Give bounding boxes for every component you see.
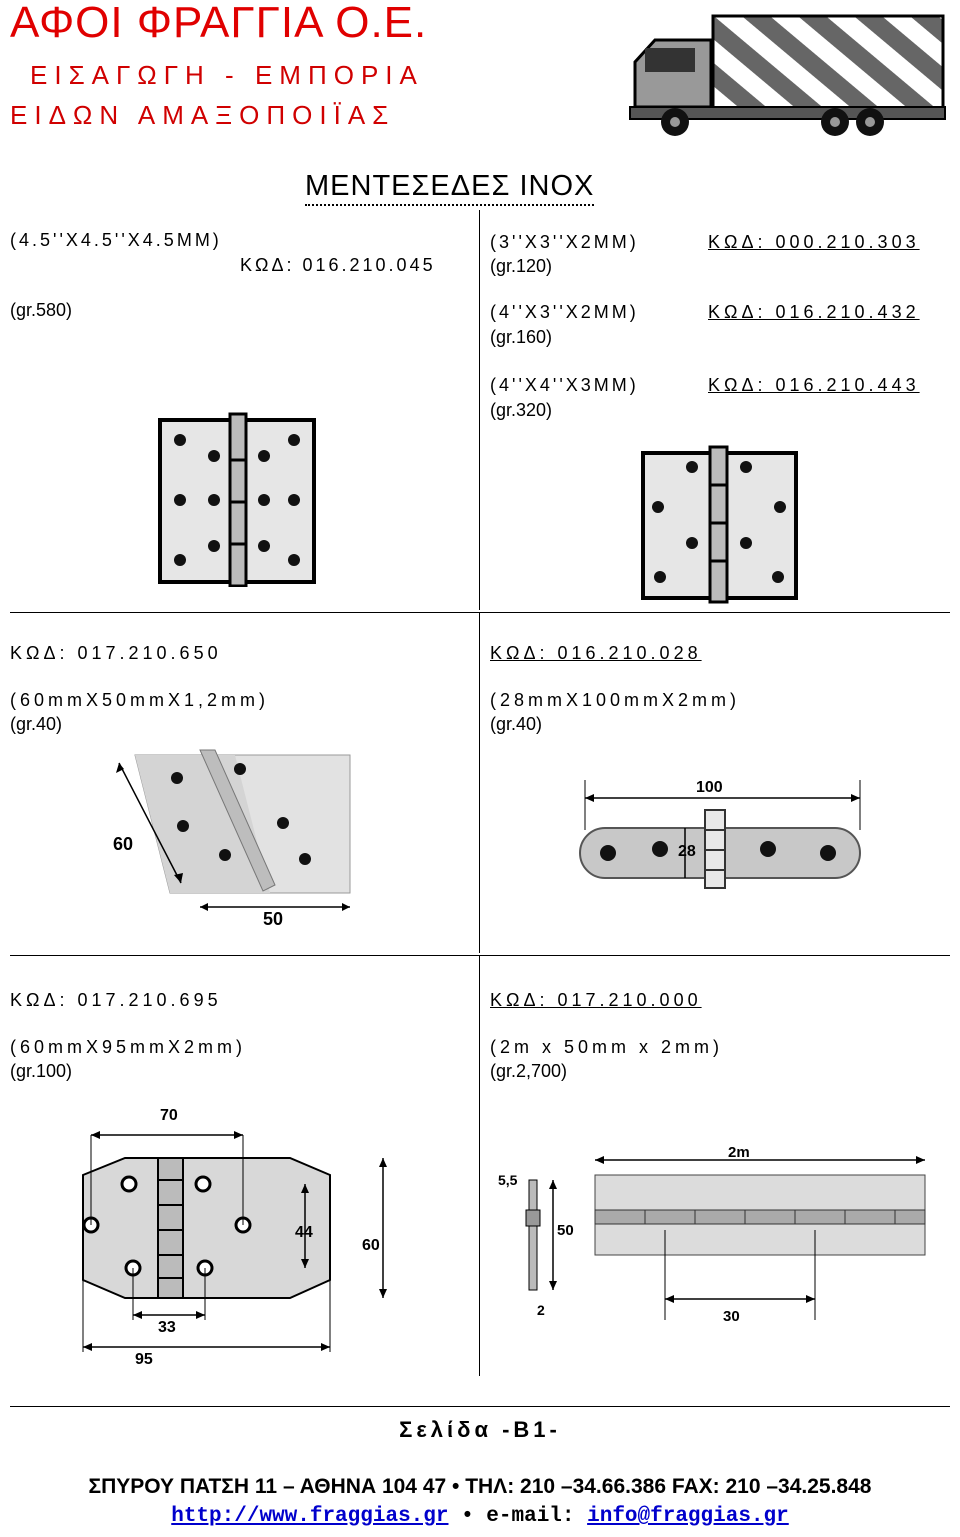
product-dims: (2m x 50mm x 2mm) xyxy=(490,1037,724,1057)
divider-h-3 xyxy=(10,1406,950,1407)
piano-hinge-image: 2m 5,5 50 2 30 xyxy=(498,1144,926,1325)
product-weight: (gr.320) xyxy=(490,400,553,420)
product-dims: (60mmX50mmX1,2mm) xyxy=(10,690,270,710)
divider-v-2 xyxy=(479,613,480,953)
product-code: ΚΩΔ: 000.210.303 xyxy=(708,232,920,252)
product-weight: (gr.580) xyxy=(10,300,73,320)
dim-label: 50 xyxy=(557,1222,574,1239)
header-line-2: ΕΙΔΩΝ ΑΜΑΞΟΠΟΙΪΑΣ xyxy=(10,100,396,130)
product-dims: (4''Χ4''Χ3ΜΜ) xyxy=(490,375,639,395)
product-dims: (3''Χ3''Χ2ΜΜ) xyxy=(490,232,639,252)
company-address: ΣΠΥΡΟΥ ΠΑΤΣΗ 11 – ΑΘΗΝΑ 104 47 • ΤΗΛ: 21… xyxy=(88,1475,872,1498)
dim-label: 30 xyxy=(723,1308,740,1325)
hinge-image-60x95: 70 44 60 33 95 xyxy=(82,1107,387,1368)
product-code: ΚΩΔ: 016.210.432 xyxy=(708,302,920,322)
contact-links: http://www.fraggias.gr • e-mail: info@fr… xyxy=(0,1505,960,1528)
product-dims: (28mmX100mmX2mm) xyxy=(490,690,741,710)
hinge-image-60x50: 60 50 xyxy=(113,749,351,929)
product-weight: (gr.120) xyxy=(490,256,553,276)
hinge-image-large xyxy=(158,412,316,587)
page-number: Σελίδα -Β1- xyxy=(399,1417,561,1442)
product-weight: (gr.100) xyxy=(10,1061,73,1081)
product-dims: (4.5''Χ4.5''Χ4.5ΜΜ) xyxy=(10,230,222,250)
product-dims: (4''Χ3''Χ2ΜΜ) xyxy=(490,302,639,322)
dim-label: 28 xyxy=(678,843,696,860)
dim-label: 60 xyxy=(362,1237,380,1254)
divider-h-1 xyxy=(10,612,950,613)
product-code: ΚΩΔ: 017.210.000 xyxy=(490,990,702,1010)
hinge-image-28x100: 100 28 xyxy=(579,779,861,889)
product-weight: (gr.2,700) xyxy=(490,1061,568,1081)
dim-label: 5,5 xyxy=(498,1172,518,1188)
product-code: ΚΩΔ: 016.210.443 xyxy=(708,375,920,395)
email-link[interactable]: info@fraggias.gr xyxy=(587,1505,789,1528)
company-name: ΑΦΟΙ ΦΡΑΓΓΙΑ Ο.Ε. xyxy=(10,0,428,47)
product-code: ΚΩΔ: 016.210.045 xyxy=(240,255,436,275)
dim-label: 50 xyxy=(263,909,283,929)
divider-v-3 xyxy=(479,956,480,1376)
dim-label: 70 xyxy=(160,1107,178,1124)
dim-label: 33 xyxy=(158,1319,176,1336)
product-code: ΚΩΔ: 017.210.650 xyxy=(10,643,222,663)
product-code: ΚΩΔ: 016.210.028 xyxy=(490,643,702,663)
product-weight: (gr.40) xyxy=(10,714,63,734)
divider-h-2 xyxy=(10,955,950,956)
header-line-1: ΕΙΣΑΓΩΓΗ - ΕΜΠΟΡΙΑ xyxy=(30,60,424,90)
dim-label: 100 xyxy=(696,779,723,796)
page-title: ΜΕΝΤΕΣΕΔΕΣ ΙΝΟΧ xyxy=(305,170,595,206)
email-separator: • e-mail: xyxy=(448,1505,588,1528)
dim-label: 2 xyxy=(537,1302,545,1318)
truck-logo xyxy=(629,14,946,136)
divider-v-1 xyxy=(479,210,480,610)
dim-label: 95 xyxy=(135,1351,153,1368)
product-code: ΚΩΔ: 017.210.695 xyxy=(10,990,222,1010)
dim-label: 2m xyxy=(728,1144,750,1161)
dim-label: 44 xyxy=(295,1224,313,1241)
product-weight: (gr.40) xyxy=(490,714,543,734)
product-weight: (gr.160) xyxy=(490,327,553,347)
product-dims: (60mmX95mmX2mm) xyxy=(10,1037,247,1057)
website-link[interactable]: http://www.fraggias.gr xyxy=(171,1505,449,1528)
dim-label: 60 xyxy=(113,834,133,854)
hinge-image-small xyxy=(641,445,798,604)
